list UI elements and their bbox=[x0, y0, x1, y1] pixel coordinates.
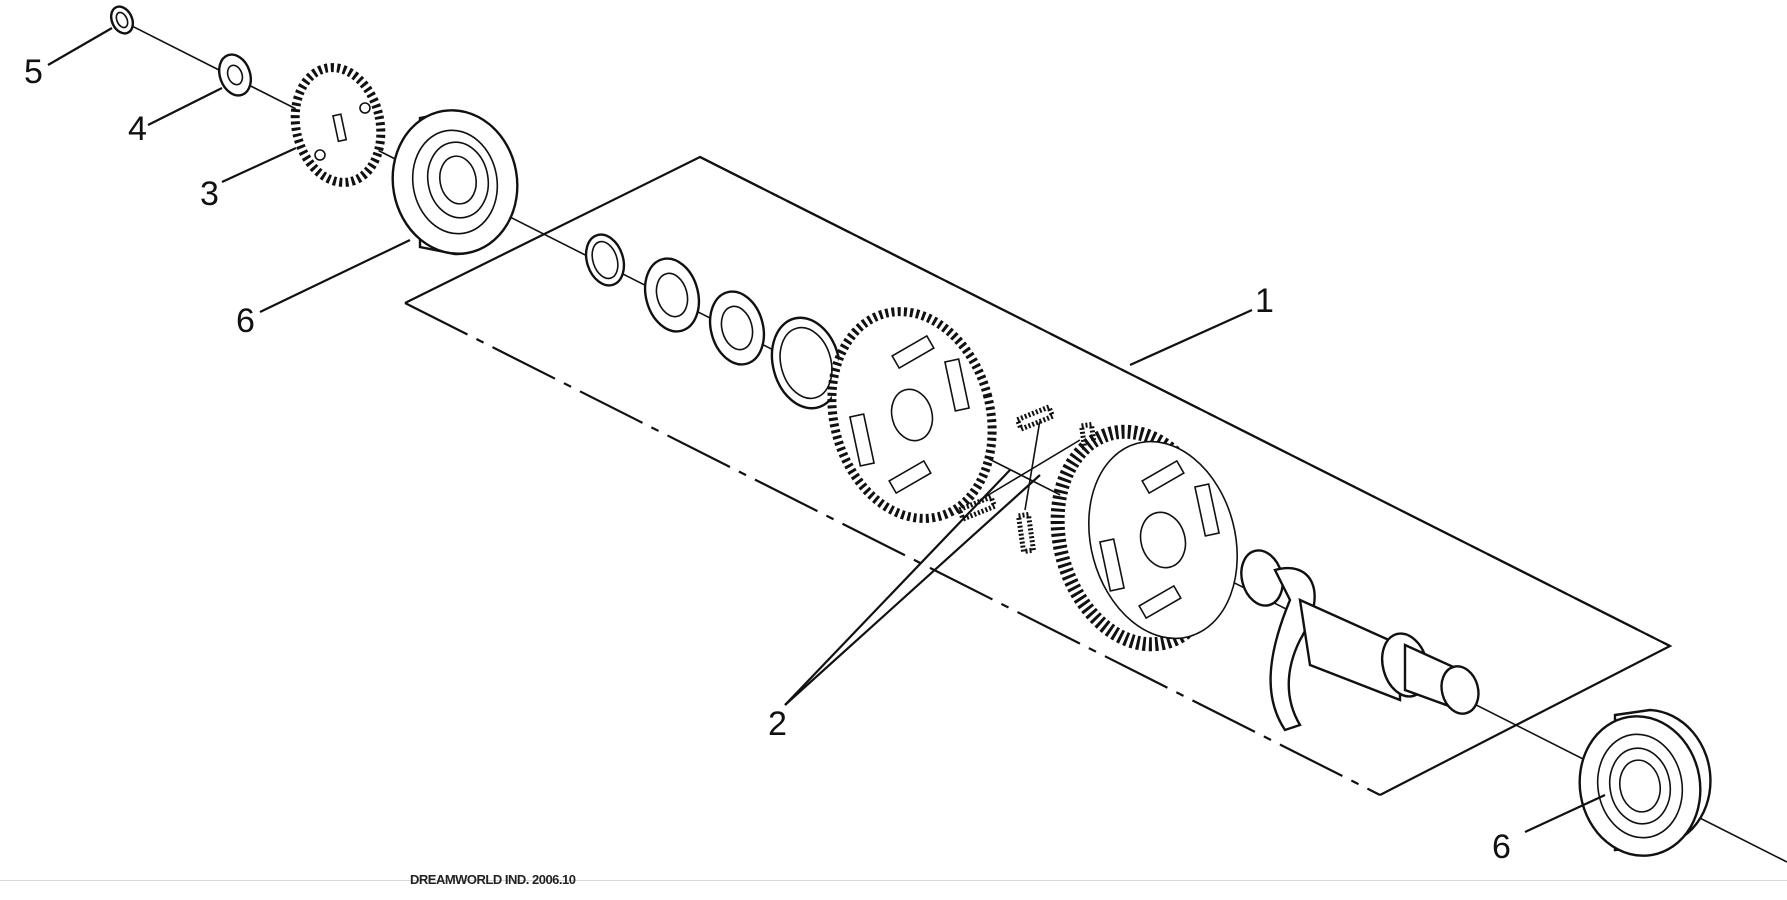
bearing-part-6-lower bbox=[1578, 708, 1712, 857]
callout-6-bottom: 6 bbox=[1492, 828, 1511, 866]
washer-part-4 bbox=[217, 53, 253, 97]
callout-5: 5 bbox=[24, 53, 43, 91]
spacer-washer-1 bbox=[643, 257, 701, 333]
spacer-washer-2 bbox=[708, 290, 766, 366]
callouts: 1 2 3 4 5 6 6 bbox=[24, 53, 1511, 866]
callout-1: 1 bbox=[1255, 282, 1274, 320]
cam-shaft bbox=[1240, 549, 1480, 732]
sprocket-part-3 bbox=[290, 63, 386, 187]
bearing-part-6-upper bbox=[391, 109, 519, 256]
footer-copyright: DREAMWORLD IND. 2006.10 bbox=[410, 872, 576, 887]
callout-3: 3 bbox=[200, 175, 219, 213]
circlip-part-5 bbox=[109, 5, 135, 35]
large-gear-front bbox=[827, 307, 997, 523]
leader-lines bbox=[47, 27, 1606, 833]
assembly-outline bbox=[404, 155, 1673, 796]
snap-ring bbox=[584, 233, 626, 287]
spacer-washer-3 bbox=[770, 316, 842, 410]
bottom-divider bbox=[0, 880, 1787, 881]
callout-4: 4 bbox=[128, 110, 147, 148]
callout-6-top: 6 bbox=[236, 302, 255, 340]
callout-2: 2 bbox=[768, 705, 787, 743]
large-gear-rear bbox=[1050, 424, 1239, 652]
